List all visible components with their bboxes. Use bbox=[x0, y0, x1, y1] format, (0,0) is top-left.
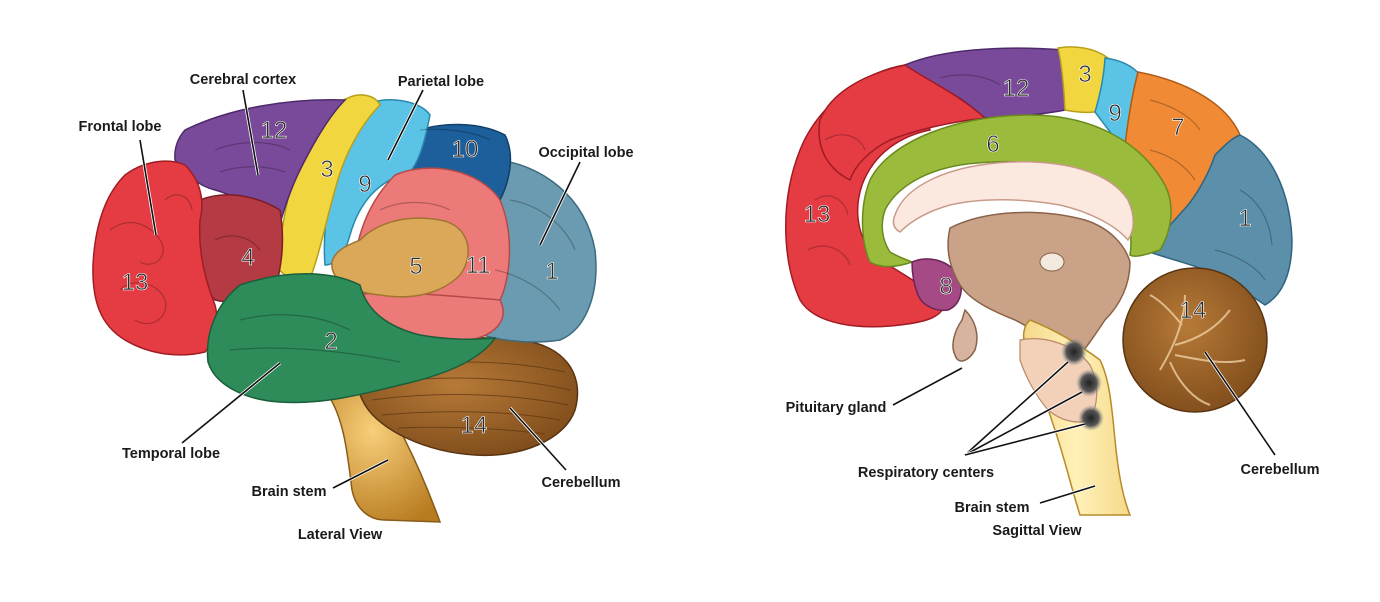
lateral-region-5 bbox=[331, 217, 469, 298]
lateral-num-9: 9 bbox=[358, 171, 371, 198]
label-pituitary-gland: Pituitary gland bbox=[786, 400, 887, 416]
sagittal-gyri-texture bbox=[807, 74, 1273, 281]
lateral-num-1: 1 bbox=[545, 258, 558, 285]
lateral-num-12: 12 bbox=[261, 117, 288, 144]
label-parietal-lobe: Parietal lobe bbox=[398, 74, 484, 90]
lateral-num-3: 3 bbox=[320, 156, 333, 183]
sagittal-thalamus-dot bbox=[1039, 252, 1065, 272]
caption-lateral-view: Lateral View bbox=[298, 527, 383, 543]
lateral-gyri-texture bbox=[109, 128, 576, 363]
label-temporal-lobe: Temporal lobe bbox=[122, 446, 220, 462]
sagittal-view: 12 3 9 7 6 13 1 8 14 Pituitary gland Res… bbox=[785, 46, 1320, 539]
label-occipital-lobe: Occipital lobe bbox=[538, 145, 633, 161]
sagittal-num-1: 1 bbox=[1238, 205, 1251, 232]
lateral-num-5: 5 bbox=[409, 253, 422, 280]
respiratory-center-2 bbox=[1076, 369, 1102, 397]
label-cerebral-cortex: Cerebral cortex bbox=[190, 72, 296, 88]
label-frontal-lobe: Frontal lobe bbox=[79, 119, 162, 135]
sagittal-corpus-callosum bbox=[892, 161, 1134, 242]
label-lateral-brain-stem: Brain stem bbox=[252, 484, 327, 500]
arbor-vitae bbox=[1149, 294, 1246, 406]
sagittal-num-12: 12 bbox=[1003, 75, 1030, 102]
sagittal-num-7: 7 bbox=[1171, 114, 1184, 141]
lateral-num-14: 14 bbox=[461, 412, 488, 439]
lateral-view: 13 12 4 3 9 10 5 11 1 2 14 Frontal l bbox=[79, 72, 634, 543]
sagittal-pituitary bbox=[952, 308, 978, 362]
sagittal-region-1 bbox=[1148, 134, 1293, 306]
sagittal-num-14: 14 bbox=[1180, 297, 1207, 324]
label-respiratory-centers: Respiratory centers bbox=[858, 465, 994, 481]
sagittal-num-13: 13 bbox=[804, 201, 831, 228]
sagittal-region-14 bbox=[1122, 267, 1268, 413]
sagittal-num-3: 3 bbox=[1078, 61, 1091, 88]
lateral-num-13: 13 bbox=[122, 269, 149, 296]
lateral-num-10: 10 bbox=[452, 136, 479, 163]
respiratory-center-3 bbox=[1078, 405, 1104, 431]
sagittal-num-9: 9 bbox=[1108, 100, 1121, 127]
caption-sagittal-view: Sagittal View bbox=[992, 523, 1082, 539]
respiratory-center-1 bbox=[1061, 338, 1087, 366]
label-sagittal-cerebellum: Cerebellum bbox=[1241, 462, 1320, 478]
lateral-num-4: 4 bbox=[241, 244, 254, 271]
lateral-leader-lines bbox=[138, 89, 582, 490]
lateral-region-13 bbox=[92, 160, 218, 356]
sagittal-num-6: 6 bbox=[986, 131, 999, 158]
lateral-num-2: 2 bbox=[324, 328, 337, 355]
sagittal-num-8: 8 bbox=[939, 273, 952, 300]
label-sagittal-brain-stem: Brain stem bbox=[955, 500, 1030, 516]
label-lateral-cerebellum: Cerebellum bbox=[542, 475, 621, 491]
sagittal-region-8 bbox=[911, 258, 962, 312]
lateral-num-11: 11 bbox=[466, 252, 491, 279]
sagittal-region-13-upper bbox=[818, 64, 987, 182]
lateral-region-2 bbox=[206, 273, 497, 404]
sagittal-diencephalon bbox=[947, 211, 1131, 361]
sagittal-leader-lines bbox=[892, 351, 1277, 505]
